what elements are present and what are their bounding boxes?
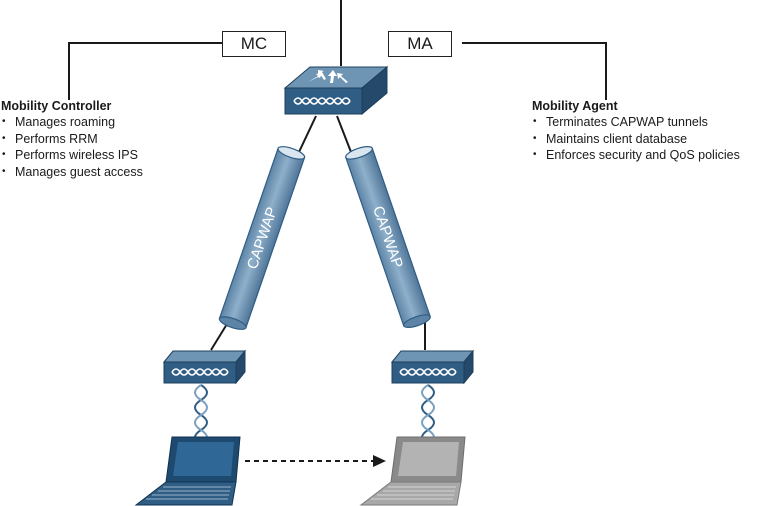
connector-lines — [68, 0, 607, 351]
capwap-tunnel-right: CAPWAP — [345, 146, 431, 328]
agent-info: Mobility Agent Terminates CAPWAP tunnels… — [532, 98, 740, 164]
laptop-icon — [134, 436, 241, 506]
controller-title: Mobility Controller — [1, 99, 112, 113]
list-item: Enforces security and QoS policies — [532, 147, 740, 164]
access-point-icon — [162, 349, 247, 385]
ma-label-box: MA — [388, 31, 452, 57]
controller-info: Mobility Controller Manages roaming Perf… — [1, 98, 143, 180]
list-item: Manages roaming — [1, 114, 143, 131]
capwap-tunnel-left: CAPWAP — [218, 146, 306, 330]
list-item: Terminates CAPWAP tunnels — [532, 114, 740, 131]
mc-label-box: MC — [222, 31, 286, 57]
list-item: Maintains client database — [532, 131, 740, 148]
list-item: Performs RRM — [1, 131, 143, 148]
agent-list: Terminates CAPWAP tunnels Maintains clie… — [532, 114, 740, 164]
wireless-link-icon — [421, 384, 435, 446]
agent-title: Mobility Agent — [532, 99, 618, 113]
switch-icon — [283, 65, 389, 116]
controller-list: Manages roaming Performs RRM Performs wi… — [1, 114, 143, 180]
list-item: Performs wireless IPS — [1, 147, 143, 164]
laptop-icon-inactive — [359, 436, 466, 506]
roaming-arrow-icon — [245, 455, 386, 467]
wireless-link-icon — [194, 384, 208, 446]
list-item: Manages guest access — [1, 164, 143, 181]
access-point-icon — [390, 349, 475, 385]
